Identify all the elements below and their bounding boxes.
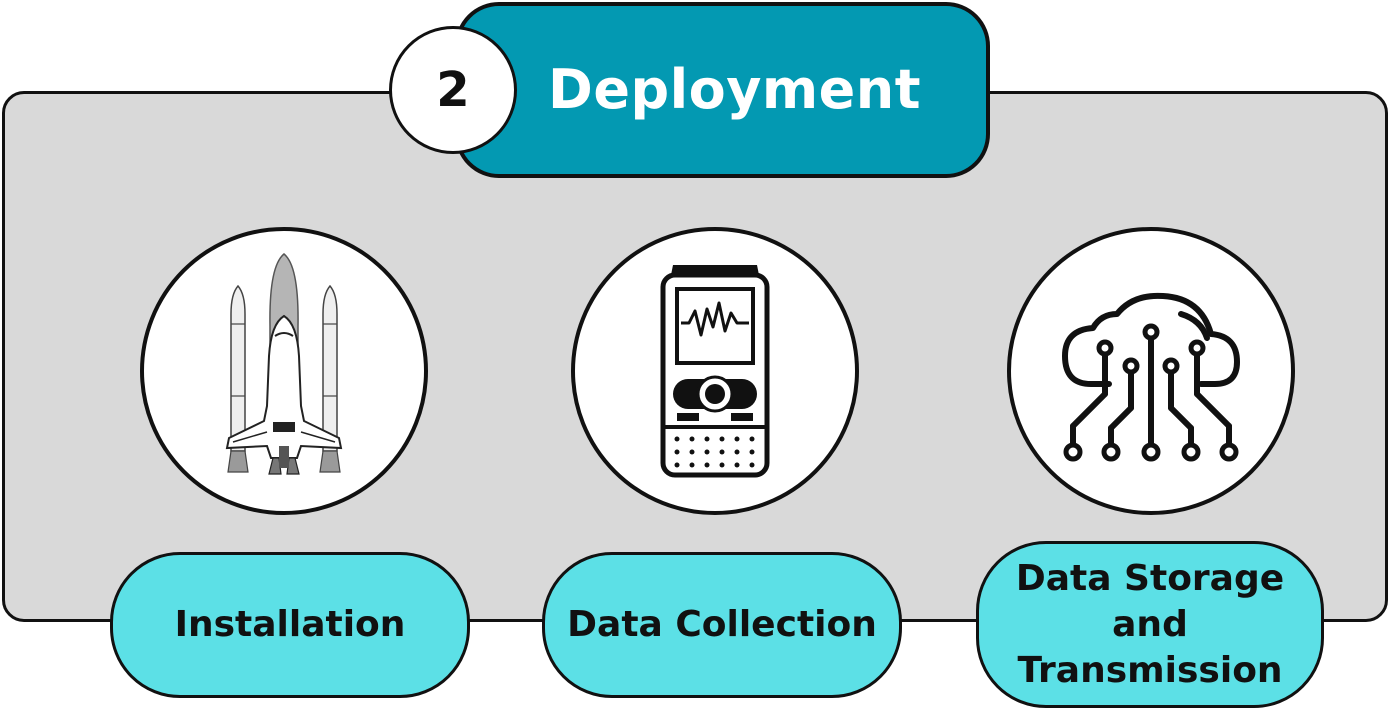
installation-icon-circle	[140, 227, 428, 515]
cloud-circuit-icon	[1062, 292, 1240, 462]
space-shuttle-icon	[225, 253, 343, 475]
header-banner	[455, 2, 990, 178]
data-storage-icon-circle	[1007, 227, 1295, 515]
step-number-badge: 2	[389, 26, 517, 154]
stage-installation: Installation	[110, 552, 470, 698]
data-collection-icon-circle	[571, 227, 859, 515]
stage-label-data-storage: Data Storage and Transmission	[1015, 557, 1285, 691]
stage-data-collection: Data Collection	[542, 552, 902, 698]
stage-data-storage: Data Storage and Transmission	[976, 541, 1324, 708]
header-title: Deployment	[548, 58, 922, 121]
stage-label-data-collection: Data Collection	[567, 604, 877, 645]
data-logger-device-icon	[660, 265, 770, 478]
stage-label-installation: Installation	[174, 604, 406, 645]
step-number: 2	[436, 62, 470, 118]
